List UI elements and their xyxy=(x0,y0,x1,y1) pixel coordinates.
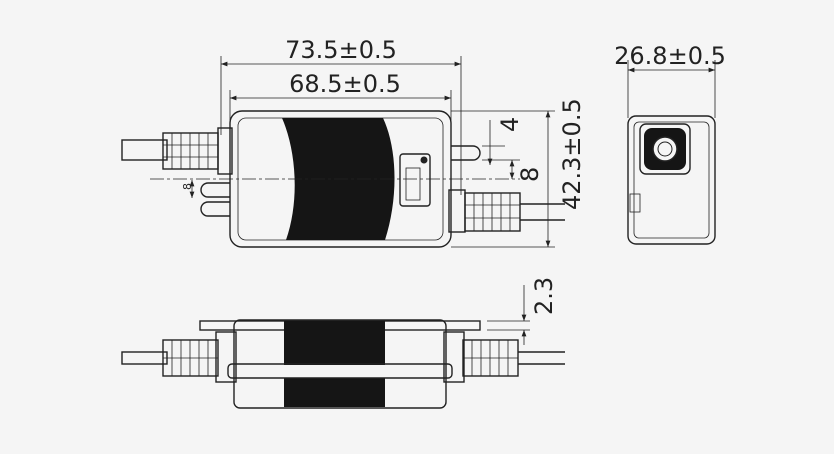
cable-left-front xyxy=(121,351,168,365)
cable-left xyxy=(121,139,168,161)
dim-height: 42.3±0.5 xyxy=(558,98,586,210)
front-view: 2.3 xyxy=(121,277,565,409)
led-indicator xyxy=(420,156,428,164)
side-view: 26.8±0.5 xyxy=(614,42,726,245)
strain-relief-left xyxy=(162,132,219,170)
strain-relief-right xyxy=(464,192,521,232)
dim-depth: 26.8±0.5 xyxy=(614,42,726,70)
side-body xyxy=(627,115,716,245)
dim-slot-offset: 4 xyxy=(496,117,524,132)
cable-exit xyxy=(639,123,691,175)
top-view: 73.5±0.5 68.5±0.5 8 xyxy=(121,36,586,248)
label-plate xyxy=(399,153,431,207)
dim-slot-small: 8 xyxy=(181,183,194,190)
dim-flange-thickness: 2.3 xyxy=(530,277,558,315)
dim-overall-length: 73.5±0.5 xyxy=(285,36,397,64)
dim-slot-width: 8 xyxy=(516,167,544,182)
dim-mount-spacing: 68.5±0.5 xyxy=(289,70,401,98)
